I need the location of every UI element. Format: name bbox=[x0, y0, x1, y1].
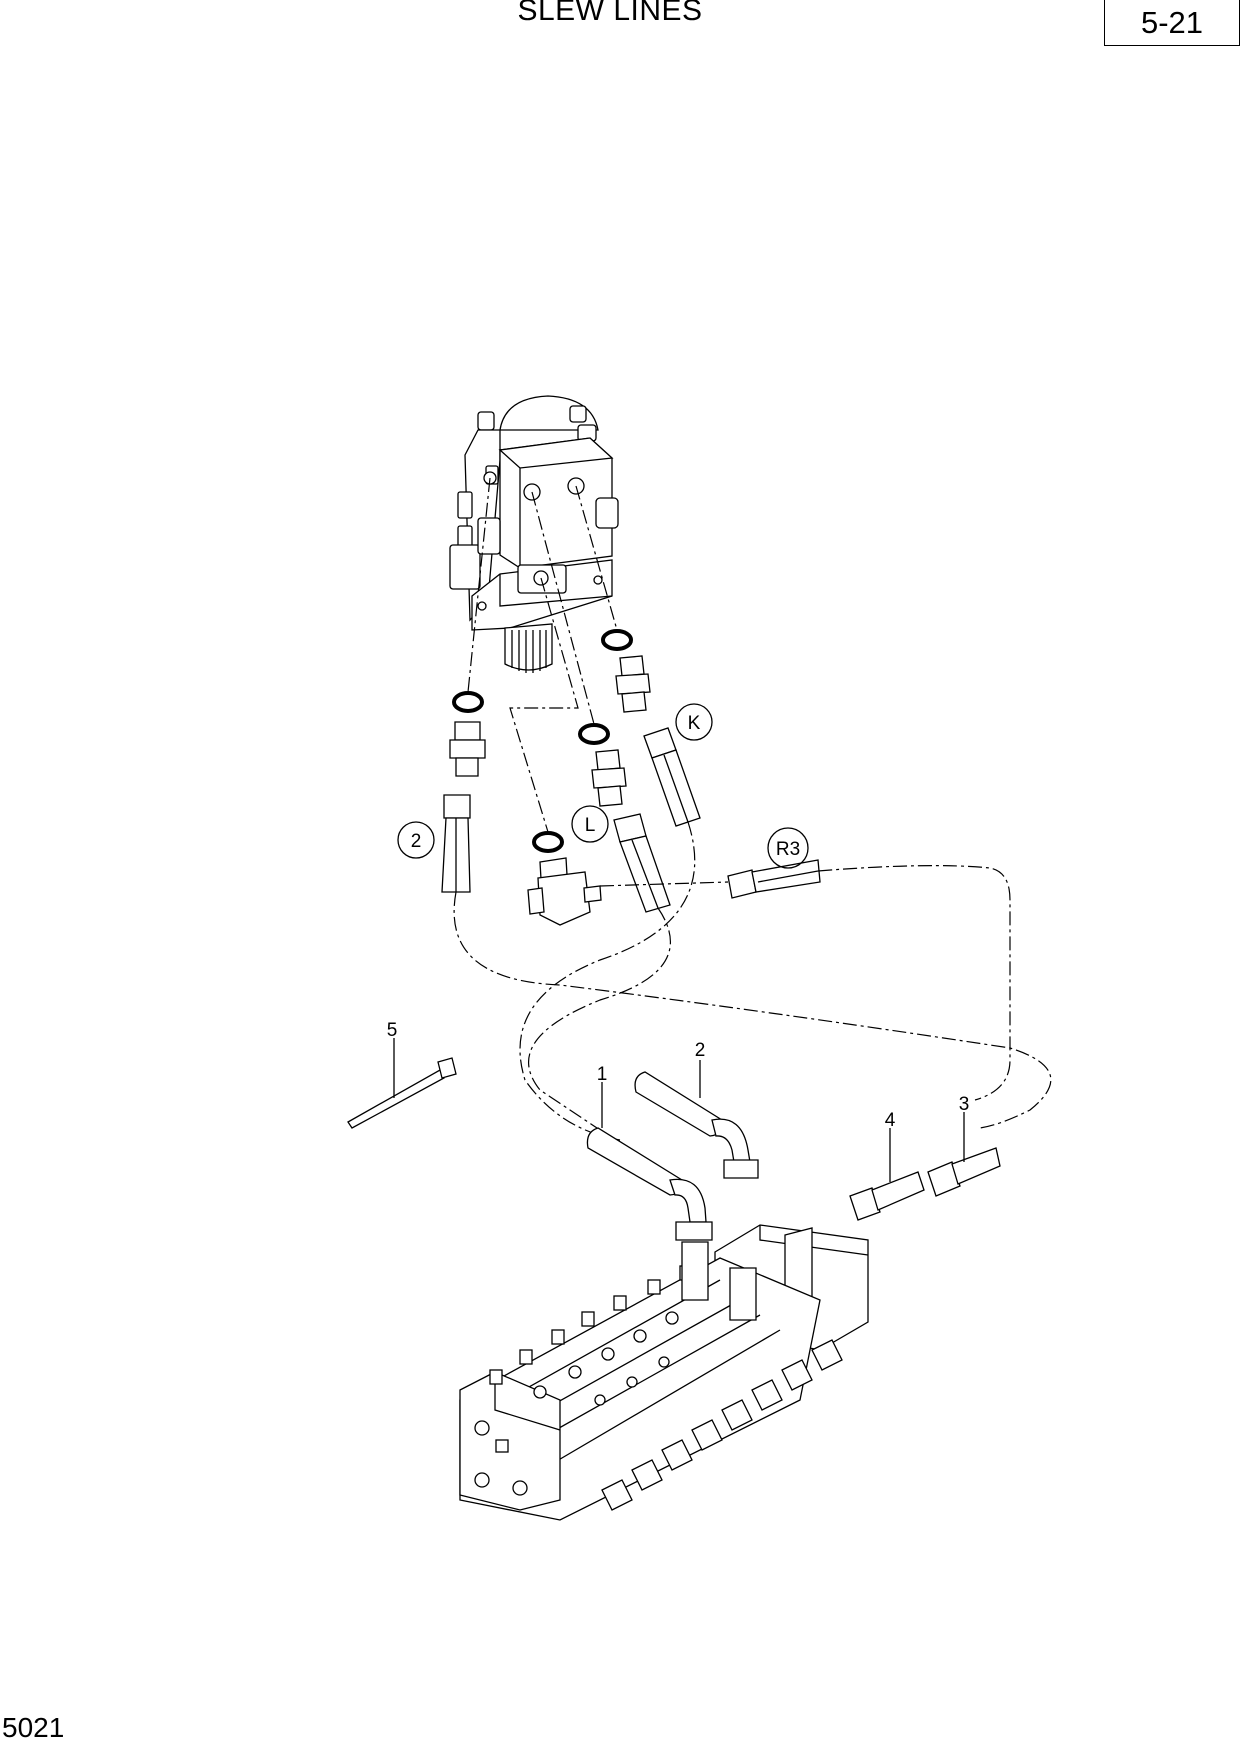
page-title: SLEW LINES bbox=[517, 0, 703, 27]
callout-l-circle: L bbox=[571, 805, 609, 843]
callout-r3-label: R3 bbox=[776, 839, 800, 860]
callout-k-label: K bbox=[688, 713, 701, 734]
o-rings bbox=[452, 629, 633, 853]
swing-motor bbox=[449, 395, 619, 673]
leader-lines bbox=[393, 1038, 965, 1182]
steel-tubes bbox=[586, 1071, 759, 1241]
cable-tie bbox=[347, 1057, 457, 1129]
part-number-1: 1 bbox=[597, 1064, 608, 1085]
part-number-5: 5 bbox=[387, 1020, 398, 1041]
hose-ends bbox=[441, 727, 821, 913]
adapter-fittings bbox=[449, 655, 651, 807]
part-number-2: 2 bbox=[695, 1040, 706, 1061]
callout-2-label: 2 bbox=[411, 831, 422, 852]
drawing-code: 5021 bbox=[2, 1712, 65, 1743]
callout-l-label: L bbox=[585, 815, 596, 836]
tee-fitting bbox=[527, 857, 602, 926]
part-number-3: 3 bbox=[959, 1094, 970, 1115]
part-number-4: 4 bbox=[885, 1110, 896, 1131]
page-reference: 5-21 bbox=[1104, 0, 1240, 46]
routing-lines bbox=[453, 477, 1052, 1141]
callout-r3-circle: R3 bbox=[767, 827, 809, 869]
fittings-3-4 bbox=[849, 1147, 1001, 1221]
callout-2-circle: 2 bbox=[397, 821, 435, 859]
callout-k-circle: K bbox=[675, 703, 713, 741]
main-control-valve bbox=[459, 1224, 869, 1521]
